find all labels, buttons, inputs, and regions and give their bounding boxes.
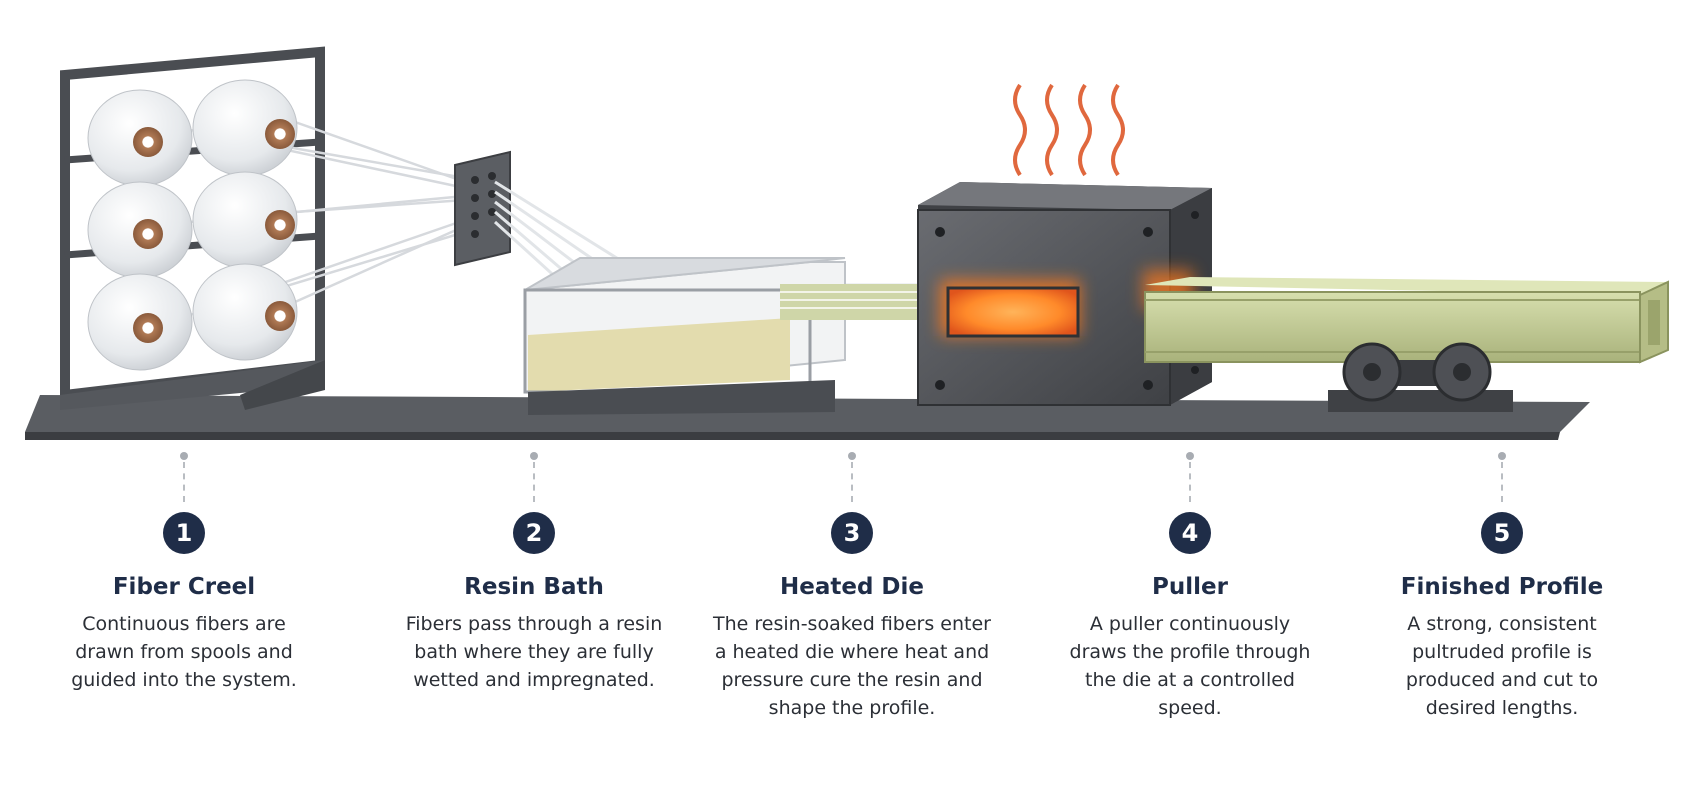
connector-dot — [1186, 452, 1194, 460]
connector-line — [183, 462, 185, 502]
spool-5 — [87, 273, 193, 371]
fiber-spools — [87, 79, 298, 371]
connector-line — [851, 462, 853, 502]
roller-wheel-left — [1342, 342, 1402, 402]
base-platform — [25, 395, 1590, 440]
step-number-badge: 5 — [1481, 512, 1523, 554]
spool-4 — [192, 171, 298, 269]
connector-dot — [180, 452, 188, 460]
connector-dot — [530, 452, 538, 460]
spool-1 — [87, 89, 193, 187]
step-description: Continuous fibers are drawn from spools … — [71, 613, 297, 691]
guide-plate — [454, 150, 511, 267]
step-number-badge: 4 — [1169, 512, 1211, 554]
spool-2 — [192, 79, 298, 177]
impregnated-fibers — [780, 284, 920, 320]
step-description: A strong, consistent pultruded profile i… — [1405, 613, 1599, 719]
step-description: Fibers pass through a resin bath where t… — [405, 613, 663, 691]
heat-waves — [1013, 83, 1125, 177]
roller-wheel-right — [1432, 342, 1492, 402]
puller-rollers — [1328, 342, 1513, 412]
connector-dot — [848, 452, 856, 460]
step-number-badge: 1 — [163, 512, 205, 554]
step-title: Fiber Creel — [112, 574, 256, 600]
step-title: Heated Die — [779, 574, 924, 600]
spool-3 — [87, 181, 193, 279]
connector-dot — [1498, 452, 1506, 460]
connector-line — [1189, 462, 1191, 502]
step-title: Resin Bath — [464, 574, 604, 600]
step-number-badge: 3 — [831, 512, 873, 554]
spool-6 — [192, 263, 298, 361]
connector-line — [1501, 462, 1503, 502]
step-title: Puller — [1152, 574, 1228, 600]
step-description: A puller continuously draws the profile … — [1069, 613, 1311, 719]
connector-line — [533, 462, 535, 502]
step-title: Finished Profile — [1400, 574, 1604, 600]
step-number-badge: 2 — [513, 512, 555, 554]
step-description: The resin-soaked fibers enter a heated d… — [713, 613, 991, 719]
resin-bath — [523, 257, 846, 415]
finished-profile-beam — [1144, 277, 1669, 364]
